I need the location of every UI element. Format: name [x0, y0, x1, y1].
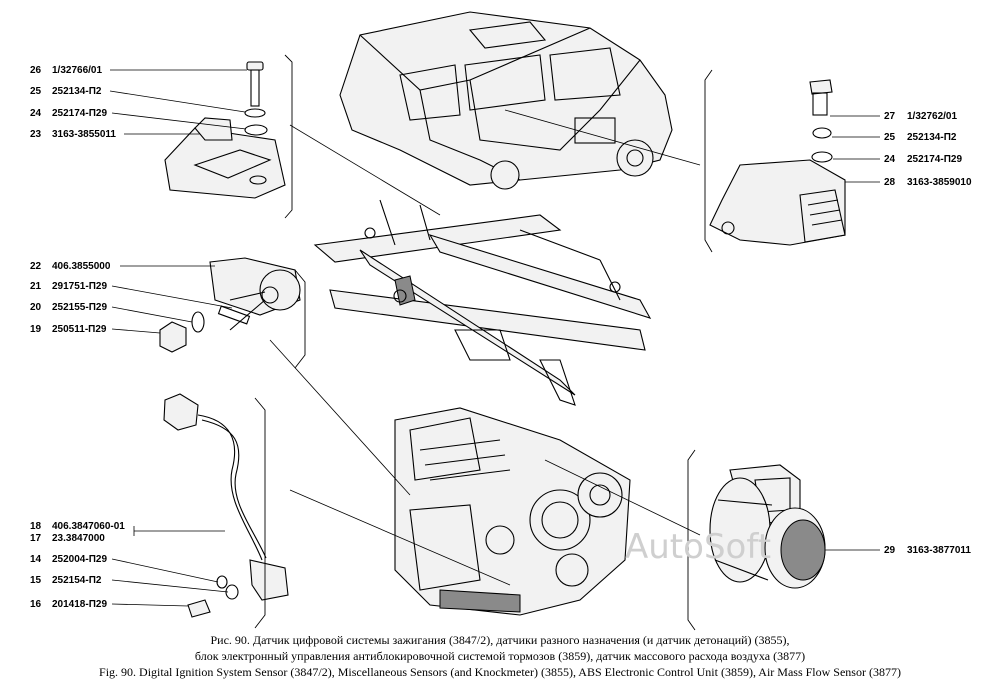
callout-part-number: 406.3855000 — [52, 261, 111, 272]
callout-number: 29 — [884, 545, 896, 556]
leader-line — [111, 603, 189, 607]
leader-line — [111, 558, 219, 583]
callout-number: 20 — [30, 302, 42, 313]
callout-number: 28 — [884, 177, 896, 188]
callout-number: 25 — [884, 132, 896, 143]
callout-part-number: 201418-П29 — [52, 599, 107, 610]
figure-caption: Рис. 90. Датчик цифровой системы зажиган… — [0, 632, 1000, 680]
leader-line — [111, 579, 229, 593]
callout-number: 27 — [884, 111, 896, 122]
callout-part-number: 23.3847000 — [52, 533, 105, 544]
callout-part-number: 252134-П2 — [907, 132, 957, 143]
callout-part-number: 1/32766/01 — [52, 65, 102, 76]
watermark-text: AutoSoft — [625, 527, 771, 567]
air-flow-sensor-drawing — [709, 464, 826, 589]
caption-line-ru-2: блок электронный управления антиблокиров… — [194, 649, 806, 663]
callout-number: 19 — [30, 324, 42, 335]
callout-part-number: 406.3847060-01 — [52, 521, 125, 532]
callout-part-number: 252134-П2 — [52, 86, 102, 97]
chassis-frame-drawing — [313, 199, 652, 406]
abs-unit-left-drawing — [164, 61, 286, 199]
callout-part-number: 252174-П29 — [907, 154, 962, 165]
callout-number: 18 — [30, 521, 42, 532]
callout-number: 26 — [30, 65, 42, 76]
callout-part-number: 252004-П29 — [52, 554, 107, 565]
callout-part-number: 3163-3855011 — [52, 129, 116, 140]
callout-part-number: 252174-П29 — [52, 108, 107, 119]
vehicle-body-drawing — [339, 11, 673, 190]
callout-number: 25 — [30, 86, 42, 97]
callout-part-number: 1/32762/01 — [907, 111, 957, 122]
callout-number: 21 — [30, 281, 42, 292]
callout-number: 23 — [30, 129, 42, 140]
leader-line — [109, 90, 246, 113]
leader-line — [111, 306, 193, 323]
crankshaft-sensor-drawing — [163, 393, 289, 618]
leader-line — [111, 285, 233, 309]
callout-number: 17 — [30, 533, 42, 544]
engine-drawing — [394, 407, 631, 616]
abs-unit-right-drawing — [709, 79, 846, 246]
callout-part-number: 3163-3859010 — [907, 177, 972, 188]
assembly-lines — [269, 109, 701, 586]
leader-line — [111, 328, 161, 334]
callout-part-number: 252155-П29 — [52, 302, 107, 313]
callouts-right: 27 1/32762/01 25 252134-П2 24 252174-П29… — [825, 111, 972, 556]
callout-part-number: 252154-П2 — [52, 575, 102, 586]
callout-number: 24 — [884, 154, 896, 165]
caption-line-ru-1: Рис. 90. Датчик цифровой системы зажиган… — [210, 633, 790, 647]
callout-number: 14 — [30, 554, 42, 565]
caption-line-en: Fig. 90. Digital Ignition System Sensor … — [99, 665, 901, 679]
callout-number: 15 — [30, 575, 42, 586]
callout-part-number: 291751-П29 — [52, 281, 107, 292]
knock-sensor-drawing — [159, 257, 301, 353]
callout-number: 16 — [30, 599, 42, 610]
callout-number: 22 — [30, 261, 42, 272]
callout-number: 24 — [30, 108, 42, 119]
leader-line — [111, 112, 247, 130]
callout-part-number: 250511-П29 — [52, 324, 107, 335]
callout-part-number: 3163-3877011 — [907, 545, 971, 556]
group-brackets — [254, 54, 713, 631]
callouts-left: 26 1/32766/01 25 252134-П2 24 252174-П29… — [30, 65, 247, 610]
